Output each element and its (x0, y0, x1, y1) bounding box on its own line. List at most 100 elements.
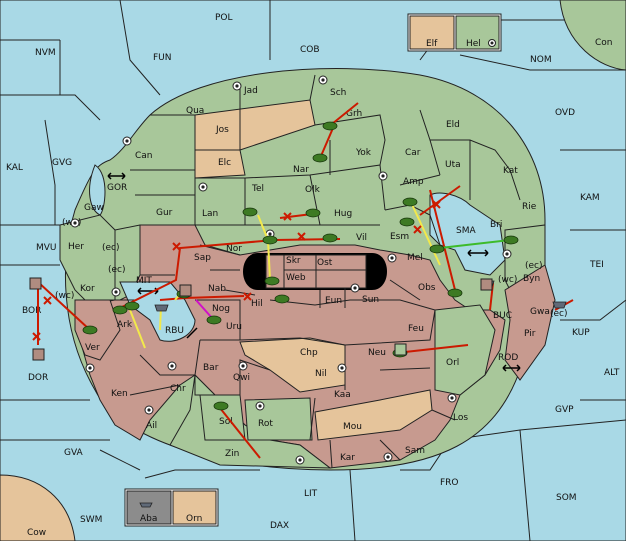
label-gaw[interactable]: Gaw (84, 203, 104, 213)
label-jos[interactable]: Jos (215, 125, 229, 135)
label-mit[interactable]: MIT (136, 276, 152, 286)
army-unit[interactable] (402, 197, 418, 207)
label-tel[interactable]: Tel (251, 184, 264, 194)
label-chp[interactable]: Chp (300, 348, 318, 358)
label-ken[interactable]: Ken (111, 389, 128, 399)
label-rod[interactable]: ROD (498, 353, 518, 363)
dislodged-unit[interactable] (32, 348, 45, 361)
label-nom[interactable]: NOM (530, 55, 552, 65)
label-kor[interactable]: Kor (80, 284, 95, 294)
label-ark[interactable]: Ark (117, 320, 133, 330)
sea-mit-rbu[interactable] (119, 281, 196, 342)
dislodged-unit[interactable] (29, 277, 42, 290)
army-unit[interactable] (124, 301, 140, 311)
label-eun[interactable]: Eun (325, 296, 342, 306)
dislodged-unit[interactable] (394, 343, 407, 356)
label-amp[interactable]: Amp (403, 177, 424, 187)
army-unit[interactable] (429, 244, 445, 254)
region-rot[interactable] (244, 397, 313, 441)
army-unit[interactable] (305, 208, 321, 218)
label-grh[interactable]: Grh (346, 109, 362, 119)
label-kaa[interactable]: Kaa (334, 390, 351, 400)
label-eld[interactable]: Eld (446, 120, 460, 130)
label-bri[interactable]: Bri (490, 220, 502, 230)
label-lan[interactable]: Lan (202, 209, 218, 219)
label-nvm[interactable]: NVM (35, 48, 56, 58)
label-pol[interactable]: POL (215, 13, 233, 23)
label-bar[interactable]: Bar (203, 363, 219, 373)
army-unit[interactable] (213, 401, 229, 411)
label-yok[interactable]: Yok (355, 148, 372, 158)
label-web[interactable]: Web (286, 273, 306, 283)
label-jad[interactable]: Jad (243, 86, 258, 96)
fleet-unit[interactable] (154, 304, 169, 312)
label-mvu[interactable]: MVU (36, 243, 57, 253)
label-feu[interactable]: Feu (408, 324, 424, 334)
label-sam[interactable]: Sam (405, 446, 425, 456)
army-unit[interactable] (447, 288, 463, 298)
label-gur[interactable]: Gur (156, 208, 173, 218)
label-gvp[interactable]: GVP (555, 405, 574, 415)
army-unit[interactable] (264, 276, 280, 286)
label-qwi[interactable]: Qwi (233, 373, 250, 383)
army-unit[interactable] (399, 217, 415, 227)
label-cow[interactable]: Cow (27, 528, 46, 538)
label-kam[interactable]: KAM (580, 193, 600, 203)
label-sap[interactable]: Sap (194, 253, 211, 263)
label-ovd[interactable]: OVD (555, 108, 575, 118)
label-buc[interactable]: BUC (493, 311, 512, 321)
label-nor[interactable]: Nor (226, 244, 242, 254)
label-sma[interactable]: SMA (456, 226, 476, 236)
label-fun[interactable]: FUN (153, 53, 172, 63)
label-gva[interactable]: GVA (64, 448, 84, 458)
fleet-unit[interactable] (552, 301, 567, 309)
label-orl[interactable]: Orl (446, 358, 459, 368)
army-unit[interactable] (322, 233, 338, 243)
label-nog[interactable]: Nog (212, 304, 230, 314)
army-unit[interactable] (206, 315, 222, 325)
label-ail[interactable]: Ail (146, 421, 157, 431)
label-rie[interactable]: Rie (522, 202, 537, 212)
label-esm[interactable]: Esm (390, 232, 409, 242)
region-chp[interactable] (239, 337, 346, 393)
label-som[interactable]: SOM (556, 493, 577, 503)
label-elc[interactable]: Elc (218, 158, 231, 168)
label-sun[interactable]: Sun (362, 295, 379, 305)
label-neu[interactable]: Neu (368, 348, 386, 358)
label-kat[interactable]: Kat (503, 166, 518, 176)
army-unit[interactable] (503, 235, 519, 245)
label-chr[interactable]: Chr (170, 384, 186, 394)
army-unit[interactable] (82, 325, 98, 335)
label-alt[interactable]: ALT (604, 368, 620, 378)
label-vil[interactable]: Vil (356, 233, 367, 243)
label-sol[interactable]: Sol (219, 417, 233, 427)
label-ost[interactable]: Ost (317, 258, 333, 268)
label-fro[interactable]: FRO (440, 478, 459, 488)
label-ver[interactable]: Ver (85, 343, 100, 353)
label-dax[interactable]: DAX (270, 521, 289, 531)
label-sch[interactable]: Sch (330, 88, 346, 98)
label-olk[interactable]: Olk (305, 185, 321, 195)
army-unit[interactable] (312, 153, 328, 163)
army-unit[interactable] (274, 294, 290, 304)
label-bor[interactable]: BOR (22, 306, 41, 316)
label-los[interactable]: Los (453, 413, 468, 423)
label-her[interactable]: Her (68, 242, 84, 252)
label-byn[interactable]: Byn (523, 274, 540, 284)
label-skr[interactable]: Skr (286, 256, 301, 266)
label-gwa[interactable]: Gwa (530, 307, 550, 317)
label-pir[interactable]: Pir (524, 329, 536, 339)
label-uta[interactable]: Uta (445, 160, 461, 170)
label-con[interactable]: Con (595, 38, 613, 48)
army-unit[interactable] (262, 235, 278, 245)
region-orl[interactable] (434, 304, 496, 396)
label-mel[interactable]: Mel (407, 253, 423, 263)
label-nar[interactable]: Nar (293, 165, 309, 175)
label-rbu[interactable]: RBU (165, 326, 184, 336)
label-uru[interactable]: Uru (226, 322, 242, 332)
label-nab[interactable]: Nab (208, 284, 226, 294)
label-kup[interactable]: KUP (572, 328, 590, 338)
label-kal[interactable]: KAL (6, 163, 23, 173)
label-dor[interactable]: DOR (28, 373, 48, 383)
region-pir[interactable] (504, 264, 556, 381)
